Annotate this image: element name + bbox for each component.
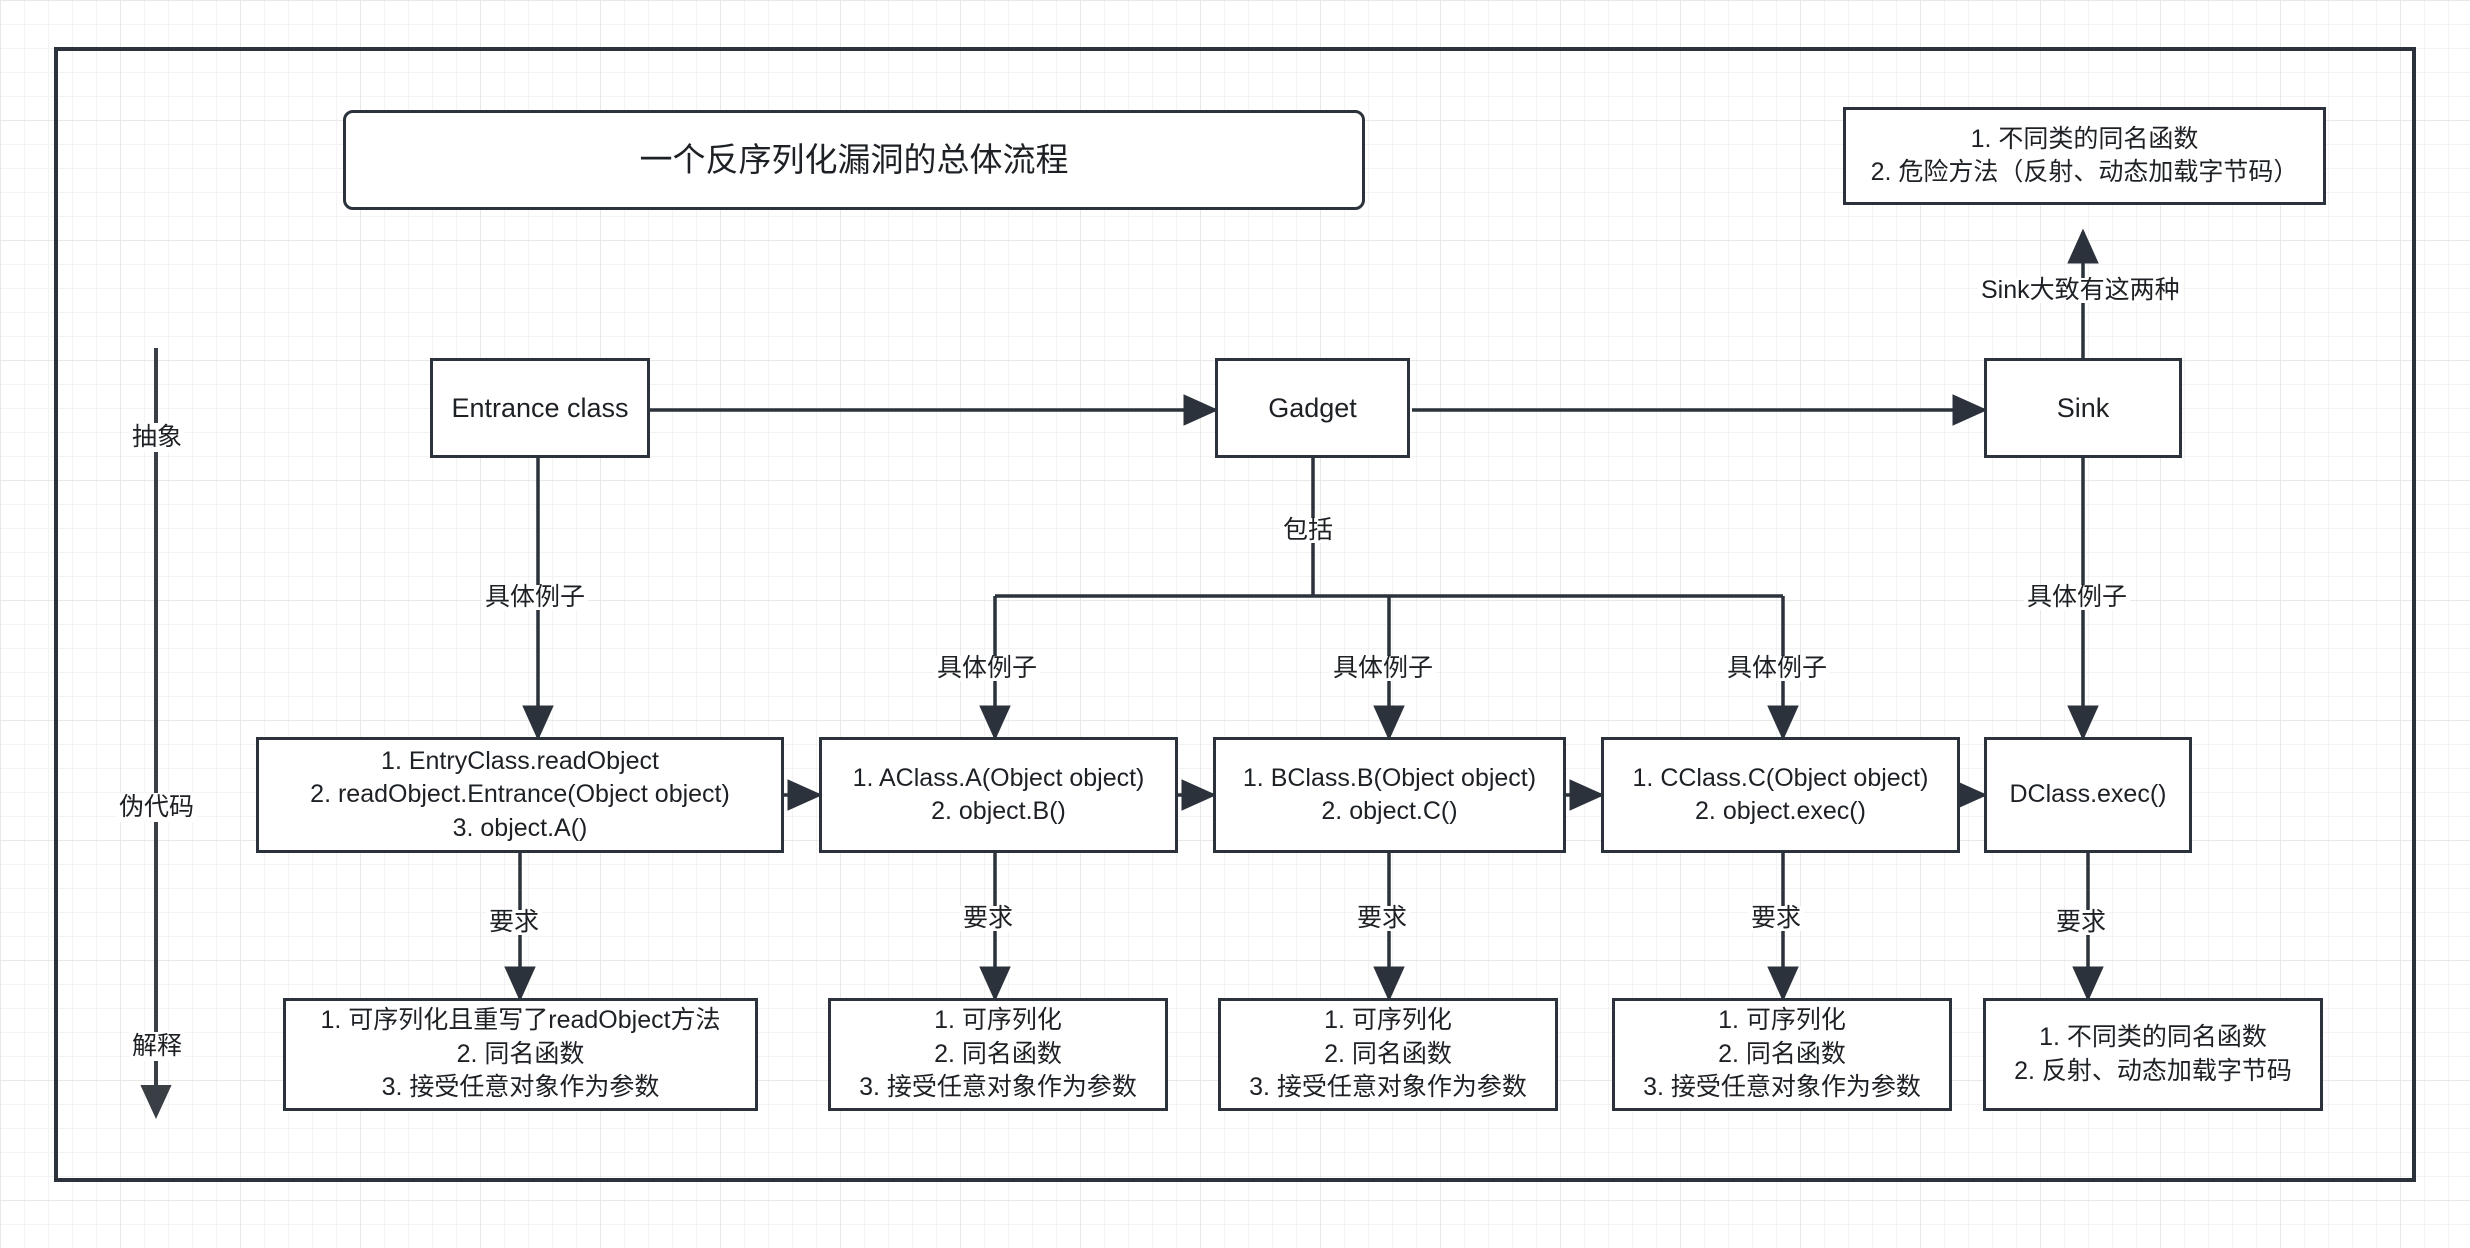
edge-label-example-sink: 具体例子 [2024,585,2131,610]
edge-label-require-1: 要求 [486,910,543,935]
edge-label-require-2: 要求 [960,906,1017,931]
explain-box-bclass[interactable]: 1. 可序列化 2. 同名函数 3. 接受任意对象作为参数 [1218,998,1558,1111]
explain-box-dclass[interactable]: 1. 不同类的同名函数 2. 反射、动态加载字节码 [1983,998,2323,1111]
code-box-aclass[interactable]: 1. AClass.A(Object object) 2. object.B() [819,737,1178,853]
sink-info-box: 1. 不同类的同名函数 2. 危险方法（反射、动态加载字节码） [1843,107,2326,205]
edge-label-require-4: 要求 [1748,906,1805,931]
edge-label-example-c: 具体例子 [1724,656,1831,681]
axis-label-pseudocode: 伪代码 [116,793,198,822]
edge-label-example-a: 具体例子 [934,656,1041,681]
code-box-dclass[interactable]: DClass.exec() [1984,737,2192,853]
edge-label-includes: 包括 [1280,518,1337,543]
node-gadget[interactable]: Gadget [1215,358,1410,458]
explain-box-entryclass[interactable]: 1. 可序列化且重写了readObject方法 2. 同名函数 3. 接受任意对… [283,998,758,1111]
edge-label-sink-two-kinds: Sink大致有这两种 [1978,278,2183,303]
node-entrance-class[interactable]: Entrance class [430,358,650,458]
edge-label-require-5: 要求 [2053,910,2110,935]
axis-label-abstract: 抽象 [129,423,186,452]
edge-label-example-entrance: 具体例子 [482,585,589,610]
explain-box-aclass[interactable]: 1. 可序列化 2. 同名函数 3. 接受任意对象作为参数 [828,998,1168,1111]
edge-label-example-b: 具体例子 [1330,656,1437,681]
node-sink[interactable]: Sink [1984,358,2182,458]
title-box: 一个反序列化漏洞的总体流程 [343,110,1365,210]
explain-box-cclass[interactable]: 1. 可序列化 2. 同名函数 3. 接受任意对象作为参数 [1612,998,1952,1111]
axis-label-explanation: 解释 [129,1032,186,1061]
code-box-bclass[interactable]: 1. BClass.B(Object object) 2. object.C() [1213,737,1566,853]
code-box-entryclass[interactable]: 1. EntryClass.readObject 2. readObject.E… [256,737,784,853]
edge-label-require-3: 要求 [1354,906,1411,931]
code-box-cclass[interactable]: 1. CClass.C(Object object) 2. object.exe… [1601,737,1960,853]
